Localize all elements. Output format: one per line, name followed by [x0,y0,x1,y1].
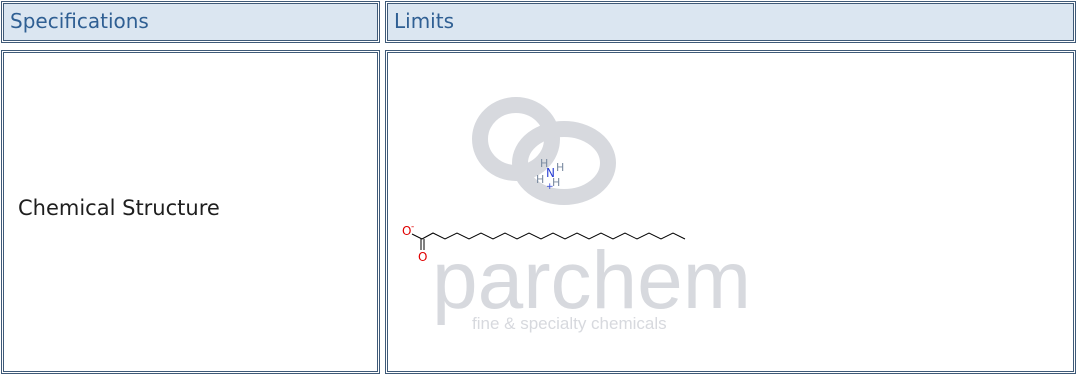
oxygen-atom: O [418,250,427,264]
ammonium-ion: H H N H H + [536,157,564,192]
alkyl-chain [421,232,686,240]
hydrogen-atom: H [556,161,564,174]
parchem-logo-watermark: parchem fine & specialty chemicals [432,97,751,333]
spec-label: Chemical Structure [18,196,220,220]
watermark-tagline: fine & specialty chemicals [472,314,667,333]
oxygen-atom: O [402,224,411,238]
hydrogen-atom: H [552,176,560,189]
hydrogen-atom: H [536,173,544,186]
structure-cell: parchem fine & specialty chemicals H H N… [385,50,1076,374]
nitrogen-atom: N [546,166,555,180]
negative-charge: - [411,222,414,232]
spec-cell: Chemical Structure [1,50,380,374]
positive-charge: + [546,182,554,192]
header-specifications: Specifications [1,1,380,43]
chemical-structure-image: parchem fine & specialty chemicals H H N… [402,97,751,333]
hydrogen-atom: H [540,157,548,170]
watermark-brand: parchem [432,235,751,326]
header-limits: Limits [385,1,1076,43]
carboxylate-group: O - O [402,222,427,264]
